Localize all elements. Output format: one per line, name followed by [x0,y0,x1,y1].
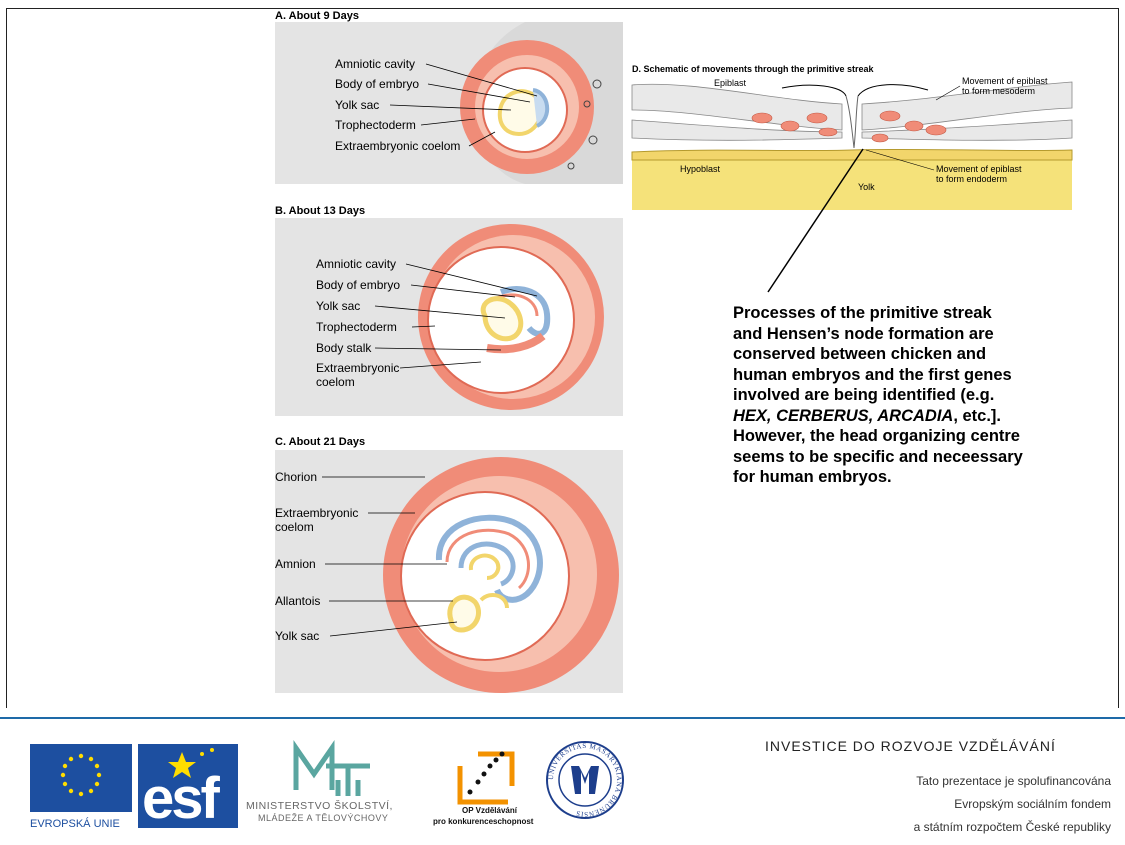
msmt-monogram-icon [286,740,386,800]
callout-text: Processes of the primitive streak and He… [733,303,1023,488]
eu-flag-logo [30,744,132,812]
esf-logo-text: esf [142,770,217,828]
eu-stars-icon [30,744,132,800]
callout-text-part1: Processes of the primitive streak and He… [733,304,1012,404]
msmt-caption-line1: MINISTERSTVO ŠKOLSTVÍ, [246,800,393,812]
muni-seal-logo: UNIVERSITAS MASARYKIANA BRUNENSIS [545,740,625,820]
op-caption-line2: pro konkurenceschopnost [433,817,533,826]
callout-gene-names: HEX, CERBERUS, ARCADIA [733,407,953,425]
esf-logo: esf [138,744,238,828]
footer-line-3: a státním rozpočtem České republiky [914,820,1111,834]
op-logo [452,746,524,806]
op-square-icon [452,746,524,806]
footer-line-2: Evropským sociálním fondem [954,797,1111,811]
msmt-logo [286,740,386,800]
eu-logo-caption: EVROPSKÁ UNIE [30,818,120,830]
footer-divider [0,717,1125,719]
op-caption-line1: OP Vzdělávání [462,806,517,815]
footer-line-1: Tato prezentace je spolufinancována [916,774,1111,788]
msmt-caption-line2: MLÁDEŽE A TĚLOVÝCHOVY [258,813,388,823]
footer-heading: INVESTICE DO ROZVOJE VZDĚLÁVÁNÍ [765,738,1056,754]
muni-seal-icon: UNIVERSITAS MASARYKIANA BRUNENSIS [545,740,625,820]
